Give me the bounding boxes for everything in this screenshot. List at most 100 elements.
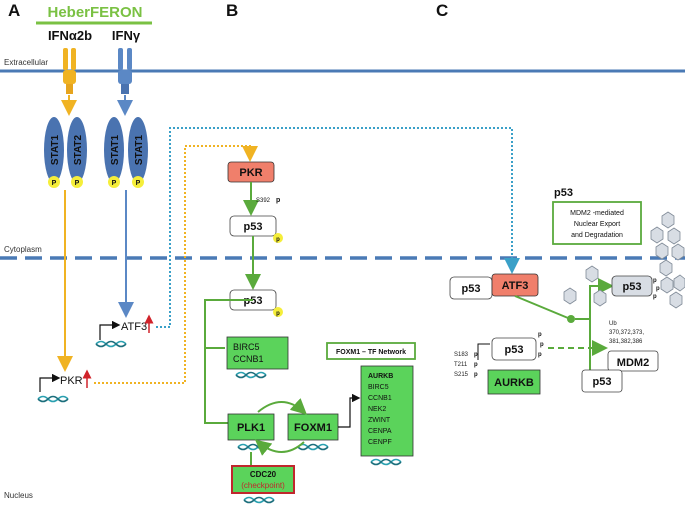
extracellular-label: Extracellular bbox=[4, 58, 48, 67]
foxm1-network-title-box bbox=[326, 342, 416, 360]
site-s215: S215 bbox=[454, 372, 469, 378]
ub-p53-phospho: p bbox=[656, 286, 660, 292]
ubiquitin-chain-icon bbox=[563, 211, 685, 309]
atf3-protein-label: ATF3 bbox=[502, 280, 529, 292]
mdm2-box bbox=[607, 350, 659, 372]
cytoplasm-label: Cytoplasm bbox=[4, 245, 42, 254]
phospho-p: p bbox=[540, 342, 544, 348]
site-s183: S183 bbox=[454, 352, 469, 358]
p53-mdm2-box bbox=[581, 369, 623, 393]
svg-text:STAT1: STAT1 bbox=[110, 134, 121, 165]
stat1-stat2-dimer: STAT1 STAT2 P P bbox=[44, 117, 87, 188]
atf3-block-line bbox=[514, 295, 569, 319]
site-p: p bbox=[474, 372, 478, 378]
phospho-marker bbox=[273, 233, 283, 243]
ifngr-receptor-icon bbox=[118, 48, 132, 94]
pkr-gene: PKR bbox=[37, 369, 92, 403]
target-cenpa: CENPA bbox=[368, 428, 392, 435]
ub-p53-box bbox=[611, 275, 653, 297]
p53-aurkb-box bbox=[491, 337, 537, 361]
aurkb-label: AURKB bbox=[494, 377, 534, 389]
svg-text:STAT2: STAT2 bbox=[73, 134, 84, 165]
to-ub-p53-arrow bbox=[575, 278, 614, 320]
p53-mdm2-label: p53 bbox=[593, 376, 612, 388]
pkr-protein-label: PKR bbox=[239, 167, 262, 179]
site-p: p bbox=[474, 352, 478, 358]
svg-text:P: P bbox=[52, 180, 57, 187]
ub-sites-line-1: 370,372,373, bbox=[609, 330, 644, 336]
site-p: p bbox=[474, 362, 478, 368]
foxm1-box bbox=[287, 413, 339, 441]
svg-text:STAT1: STAT1 bbox=[50, 134, 61, 165]
svg-text:STAT1: STAT1 bbox=[134, 134, 145, 165]
plk1-box bbox=[227, 413, 275, 441]
svg-text:ATF3: ATF3 bbox=[121, 321, 147, 333]
s392-phospho-label: p bbox=[276, 197, 280, 204]
dna-icon bbox=[370, 458, 402, 466]
panel-label-c: C bbox=[436, 1, 448, 20]
foxm1-to-targets-arrow bbox=[338, 393, 361, 428]
atf3-to-atf3-protein-dotted bbox=[156, 127, 520, 328]
ifna2b-label: IFNα2b bbox=[48, 28, 92, 43]
mdm2-label: MDM2 bbox=[617, 357, 649, 369]
ub-sites-line-2: 381,382,386 bbox=[609, 339, 643, 345]
foxm1-plk1-loop-bottom bbox=[254, 439, 305, 456]
dna-icon bbox=[297, 443, 329, 451]
cdc20-label: CDC20 bbox=[250, 470, 277, 479]
svg-text:P: P bbox=[75, 180, 80, 187]
dna-icon bbox=[37, 395, 69, 403]
ccnb1-label: CCNB1 bbox=[233, 354, 264, 364]
p53-aurkb-label: p53 bbox=[505, 344, 524, 356]
mdm2-note-box bbox=[552, 201, 642, 245]
foxm1-label: FOXM1 bbox=[294, 422, 332, 434]
p53-atf3-p53-label: p53 bbox=[462, 283, 481, 295]
ub-p53-phospho: p bbox=[653, 294, 657, 300]
svg-text:PKR: PKR bbox=[60, 375, 83, 387]
svg-text:P: P bbox=[112, 180, 117, 187]
nucleus-label: Nucleus bbox=[4, 491, 33, 500]
dna-icon bbox=[95, 340, 127, 348]
target-nek2: NEK2 bbox=[368, 406, 386, 413]
ub-p53-phospho: p bbox=[653, 278, 657, 284]
cdc20-box bbox=[231, 465, 295, 494]
aurkb-box bbox=[487, 369, 541, 395]
svg-text:P: P bbox=[136, 180, 141, 187]
birc5-ccnb1-box bbox=[226, 336, 289, 370]
atf3-block-end bbox=[567, 315, 575, 323]
target-zwint: ZWINT bbox=[368, 417, 391, 424]
stat1-stat1-dimer: STAT1 STAT1 P P bbox=[104, 117, 148, 188]
dna-icon bbox=[243, 496, 275, 504]
foxm1-network-title: FOXM1 – TF Network bbox=[336, 349, 406, 356]
panel-label-b: B bbox=[226, 1, 238, 20]
panel-label-a: A bbox=[8, 1, 20, 20]
mdm2-note-line-2: Nuclear Export bbox=[574, 221, 620, 228]
plk1-label: PLK1 bbox=[237, 422, 265, 434]
panel-c-title: p53 bbox=[554, 187, 573, 199]
pkr-to-pkr-protein-dotted bbox=[94, 145, 258, 384]
phospho-marker-label: p bbox=[276, 237, 280, 243]
site-t211: T211 bbox=[454, 362, 468, 368]
phospho-marker bbox=[273, 307, 283, 317]
target-cenpf: CENPF bbox=[368, 439, 392, 446]
phospho-p: p bbox=[538, 352, 542, 358]
phospho-p: p bbox=[538, 332, 542, 338]
dna-icon bbox=[235, 371, 267, 379]
checkpoint-label: (checkpoint) bbox=[241, 481, 285, 490]
ub-p53-label: p53 bbox=[623, 281, 642, 293]
s392-site: S392 bbox=[256, 198, 271, 204]
ifng-label: IFNγ bbox=[112, 28, 141, 43]
phospho-marker-label: p bbox=[276, 311, 280, 317]
atf3-gene: ATF3 bbox=[95, 314, 154, 348]
target-ccnb1: CCNB1 bbox=[368, 395, 392, 402]
sites-bracket bbox=[477, 343, 490, 360]
foxm1-targets-box bbox=[360, 365, 414, 457]
mdm2-note-line-1: MDM2 -mediated bbox=[570, 210, 624, 217]
mdm2-note-line-3: and Degradation bbox=[571, 232, 623, 239]
ifnar-receptor-icon bbox=[63, 48, 76, 94]
p53-phospho-label: p53 bbox=[244, 221, 263, 233]
heberferon-title: HeberFERON bbox=[47, 4, 142, 21]
plk1-foxm1-loop-top bbox=[257, 398, 307, 415]
birc5-label: BIRC5 bbox=[233, 342, 260, 352]
